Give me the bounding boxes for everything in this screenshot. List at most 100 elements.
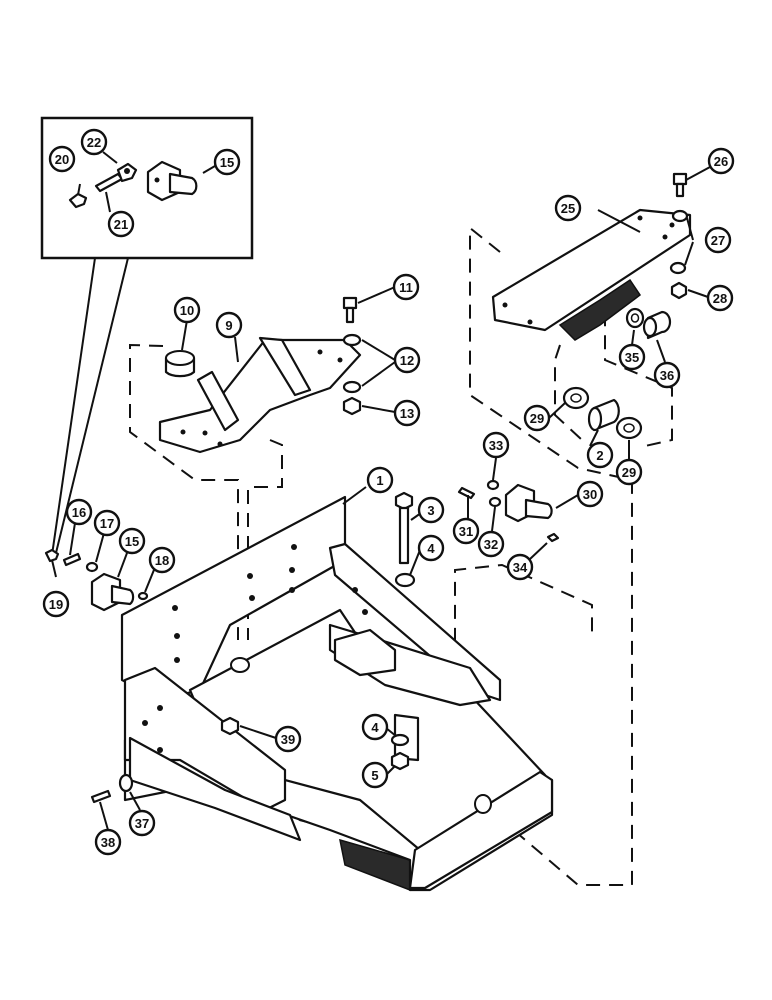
callout-22: 22 <box>80 128 108 156</box>
callout-13: 13 <box>393 399 421 427</box>
callout-label: 35 <box>625 350 639 365</box>
callout-11: 11 <box>392 273 420 301</box>
elbow-fitting-icon <box>102 151 138 183</box>
callout-label: 10 <box>180 303 194 318</box>
pivot-pin-icon <box>146 160 216 202</box>
callout-20: 20 <box>48 145 76 173</box>
long-bolt-icon <box>394 491 414 565</box>
callout-label: 18 <box>155 553 169 568</box>
callout-26: 26 <box>707 147 735 175</box>
left-plug-icon <box>137 591 149 601</box>
plate-washer-icon <box>669 209 689 275</box>
callout-2: 2 <box>586 441 614 469</box>
grease-fitting-icon <box>68 183 88 209</box>
callout-label: 15 <box>125 534 139 549</box>
callout-36: 36 <box>653 361 681 389</box>
callout-label: 39 <box>281 732 295 747</box>
small-washer-icon <box>486 479 502 508</box>
plate-nut-icon <box>670 281 688 300</box>
callout-label: 4 <box>427 541 435 556</box>
lock-washer-icon <box>394 572 416 588</box>
callout-9: 9 <box>215 311 243 339</box>
capscrew-icon <box>457 486 476 500</box>
callout-33: 33 <box>482 431 510 459</box>
washer-icon <box>342 333 362 394</box>
callout-label: 9 <box>225 318 232 333</box>
callout-label: 37 <box>135 816 149 831</box>
callout-label: 29 <box>530 411 544 426</box>
callout-label: 12 <box>400 353 414 368</box>
callout-27: 27 <box>704 226 732 254</box>
callout-label: 3 <box>427 503 434 518</box>
callout-label: 31 <box>459 524 473 539</box>
callout-label: 11 <box>399 280 413 295</box>
callout-28: 28 <box>706 284 734 312</box>
callout-29-right: 29 <box>615 458 643 486</box>
lower-washer-icon <box>390 733 410 747</box>
callout-4-upper: 4 <box>417 534 445 562</box>
left-pivot-pin-icon <box>90 572 135 612</box>
callout-38: 38 <box>94 828 122 856</box>
thrust-washer-icon <box>625 307 645 329</box>
callout-label: 15 <box>220 155 234 170</box>
plate-bolt-icon <box>672 172 688 198</box>
pivot-bracket <box>158 336 362 454</box>
right-pivot-pin-icon <box>504 483 553 523</box>
callout-21: 21 <box>107 210 135 238</box>
callout-37: 37 <box>128 809 156 837</box>
axle-support-plate <box>491 208 692 341</box>
nut-icon <box>342 396 362 416</box>
pivot-bushing-icon <box>642 310 672 340</box>
callout-18: 18 <box>148 546 176 574</box>
left-bolt-icon <box>62 552 82 567</box>
callout-19: 19 <box>42 590 70 618</box>
callout-label: 33 <box>489 438 503 453</box>
left-washer-icon <box>85 561 99 573</box>
callout-label: 4 <box>371 720 379 735</box>
lower-nut-icon <box>390 751 410 771</box>
callout-3: 3 <box>417 496 445 524</box>
callout-label: 2 <box>596 448 603 463</box>
rear-bolt-icon <box>90 789 112 804</box>
plug-icon <box>546 532 560 543</box>
callout-label: 1 <box>376 473 383 488</box>
callout-label: 19 <box>49 597 63 612</box>
callout-label: 17 <box>100 516 114 531</box>
callout-12: 12 <box>393 346 421 374</box>
callout-label: 5 <box>371 768 378 783</box>
callout-35: 35 <box>618 343 646 371</box>
callout-label: 21 <box>114 217 128 232</box>
callout-label: 13 <box>400 406 414 421</box>
callout-label: 38 <box>101 835 115 850</box>
callout-label: 30 <box>583 487 597 502</box>
callout-16: 16 <box>65 498 93 526</box>
callout-label: 34 <box>513 560 528 575</box>
callout-label: 27 <box>711 233 725 248</box>
callout-17: 17 <box>93 509 121 537</box>
pivot-washer-icon <box>562 386 643 440</box>
inset-detail-box <box>40 116 254 558</box>
callout-15-inset: 15 <box>213 148 241 176</box>
callout-label: 25 <box>561 201 575 216</box>
callout-39: 39 <box>274 725 302 753</box>
callout-label: 22 <box>87 135 101 150</box>
callout-10: 10 <box>173 296 201 324</box>
callout-label: 32 <box>484 537 498 552</box>
frame-holes <box>142 544 368 753</box>
callout-label: 26 <box>714 154 728 169</box>
bolt-icon <box>342 296 358 324</box>
left-grease-fitting-icon <box>44 548 60 563</box>
spacer-icon <box>118 773 134 793</box>
callout-label: 36 <box>660 368 674 383</box>
callout-30: 30 <box>576 480 604 508</box>
callout-34: 34 <box>506 553 534 581</box>
bushing-icon <box>164 350 196 378</box>
callout-label: 16 <box>72 505 86 520</box>
callout-1: 1 <box>366 466 394 494</box>
callout-label: 29 <box>622 465 636 480</box>
rear-nut-icon <box>220 716 240 736</box>
callout-32: 32 <box>477 530 505 558</box>
callout-15: 15 <box>118 527 146 555</box>
callout-25: 25 <box>554 194 582 222</box>
